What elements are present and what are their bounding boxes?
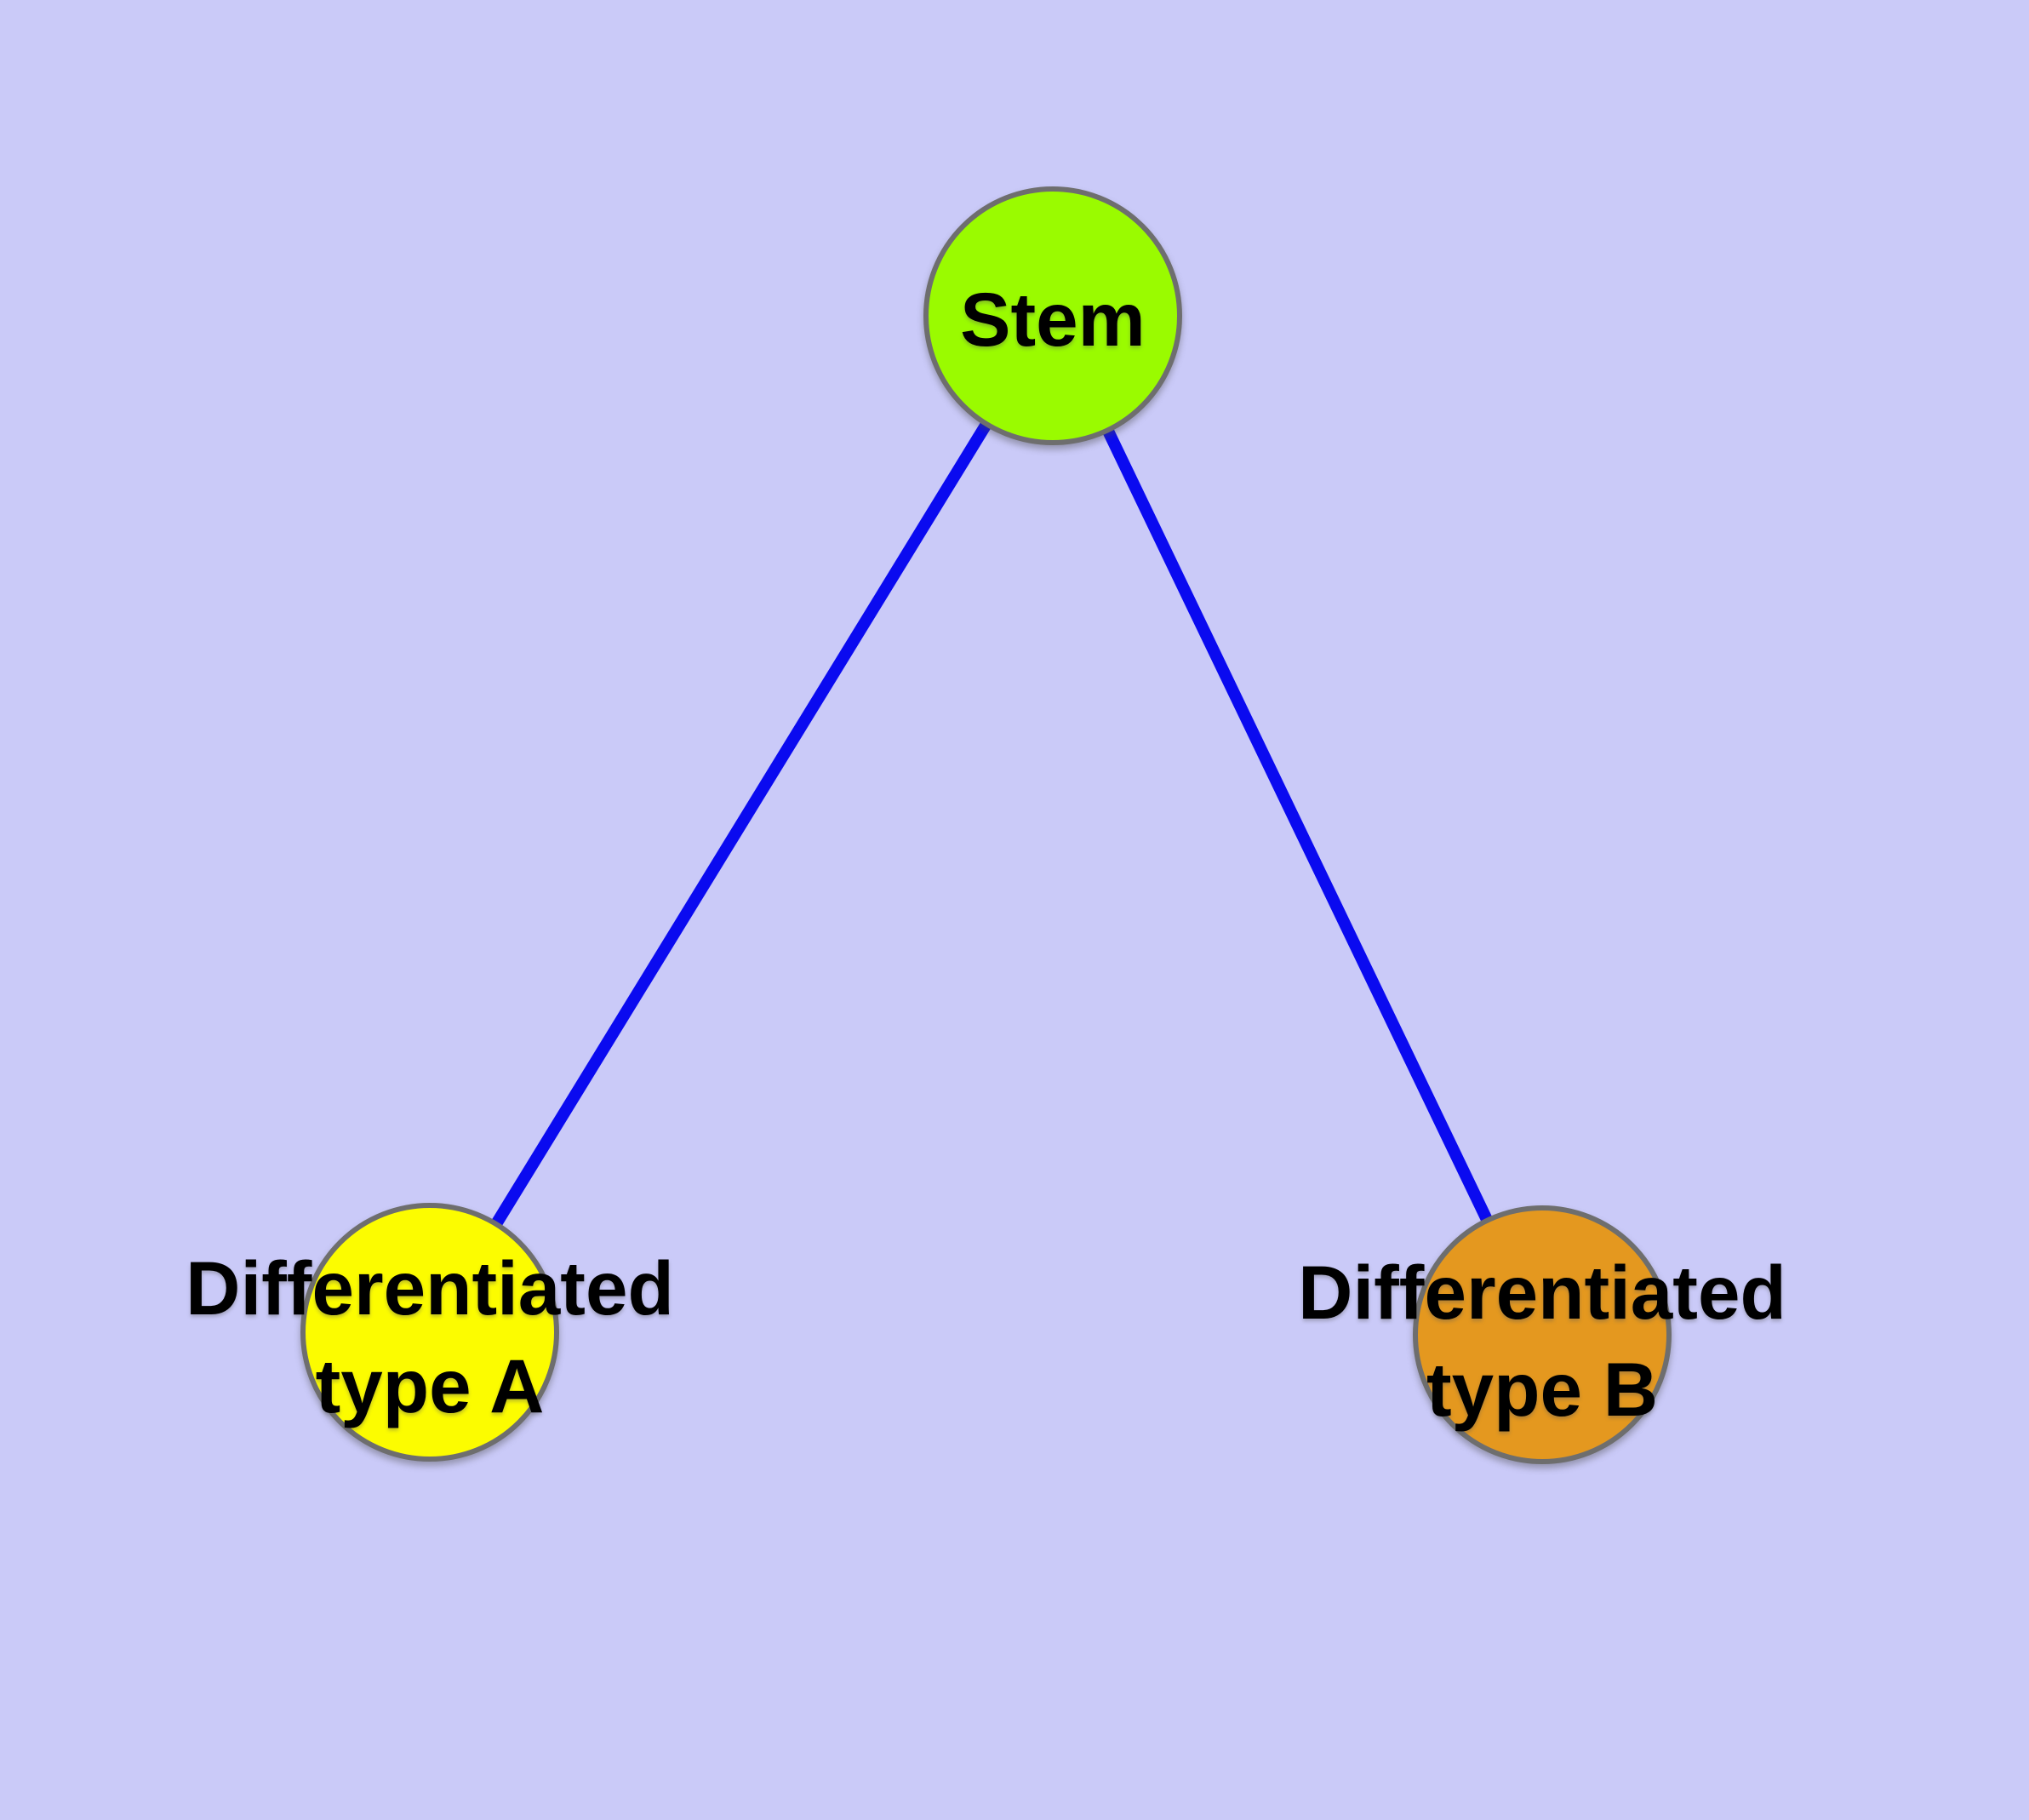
node-type-b-label-line2: type B (1426, 1347, 1658, 1432)
node-type-a-label-line1: Differentiated (186, 1245, 674, 1331)
node-type-a-label-line2: type A (316, 1343, 545, 1428)
node-differentiated-type-a[interactable] (300, 1203, 559, 1462)
node-differentiated-type-b[interactable] (1413, 1205, 1672, 1464)
node-stem-label: Stem (960, 277, 1146, 362)
edge-stem-to-type-b[interactable] (1047, 312, 1548, 1338)
node-stem[interactable] (923, 186, 1182, 445)
edge-stem-to-type-a[interactable] (425, 312, 1058, 1336)
node-type-b-label-line1: Differentiated (1298, 1250, 1786, 1335)
